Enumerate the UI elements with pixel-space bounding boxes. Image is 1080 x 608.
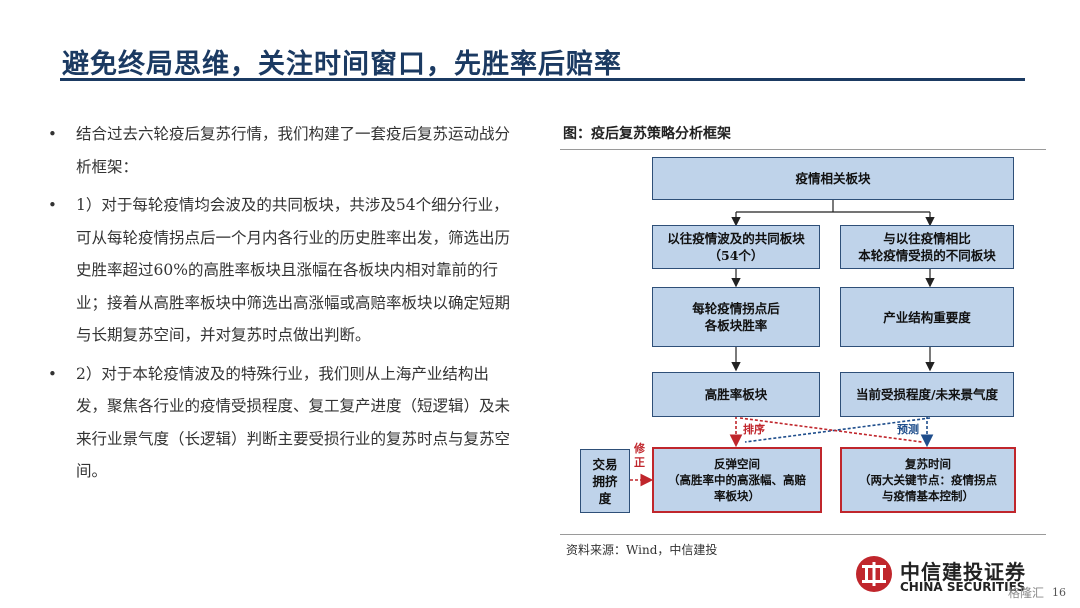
box-rebound-space: 反弹空间 （高胜率中的高涨幅、高赔 率板块） [652,447,822,513]
watermark: 格隆汇 [1008,586,1045,600]
bullet-dot: • [48,196,57,214]
label-predict: 预测 [897,423,919,436]
bullet-dot: • [48,364,57,383]
arrow-predict-cross [744,417,931,443]
logo-text-cn: 中信建投证券 [900,560,1026,584]
page-title: 避免终局思维，关注时间窗口，先胜率后赔率 [62,49,622,80]
logo-text-en: CHINA SECURITIES [900,580,1026,594]
box-win-rate: 每轮疫情拐点后 各板块胜率 [652,287,820,347]
figure-title: 图：疫后复苏策略分析框架 [563,126,731,142]
box-high-win-rate: 高胜率板块 [652,372,820,417]
bullet-item: • 1）对于每轮疫情均会波及的共同板块，共涉及54个细分行业，可从每轮疫情拐点后一… [46,189,516,352]
source-note: 资料来源：Wind，中信建投 [566,543,718,557]
box-damage-outlook: 当前受损程度/未来景气度 [840,372,1014,417]
title-underline [60,78,1025,81]
bullet-text: 2）对于本轮疫情波及的特殊行业，我们则从上海产业结构出发，聚焦各行业的疫情受损程… [76,364,511,481]
bullet-list: • 结合过去六轮疫后复苏行情，我们构建了一套疫后复苏运动战分析框架： • 1）对于每… [46,118,516,494]
box-trading-crowding: 交易 拥挤 度 [580,449,630,513]
company-logo-icon [856,556,892,592]
bullet-text: 1）对于每轮疫情均会波及的共同板块，共涉及54个细分行业，可从每轮疫情拐点后一个… [76,196,511,344]
figure-bottom-rule [560,534,1046,535]
box-industry-structure: 产业结构重要度 [840,287,1014,347]
bullet-dot: • [48,125,57,143]
box-different-sectors: 与以往疫情相比 本轮疫情受损的不同板块 [840,225,1014,269]
bullet-item: • 结合过去六轮疫后复苏行情，我们构建了一套疫后复苏运动战分析框架： [46,118,516,183]
box-epidemic-sectors: 疫情相关板块 [652,157,1014,200]
arrow-sort-cross [739,417,923,443]
label-correct: 修 正 [634,442,645,469]
box-recovery-time: 复苏时间 （两大关键节点：疫情拐点 与疫情基本控制） [840,447,1016,513]
label-sort: 排序 [743,423,765,436]
bullet-item: • 2）对于本轮疫情波及的特殊行业，我们则从上海产业结构出发，聚焦各行业的疫情受损… [46,358,516,488]
box-common-sectors: 以往疫情波及的共同板块 （54个） [652,225,820,269]
figure-top-rule [560,149,1046,150]
page-number: 16 [1052,586,1066,599]
bullet-text: 结合过去六轮疫后复苏行情，我们构建了一套疫后复苏运动战分析框架： [76,125,511,176]
